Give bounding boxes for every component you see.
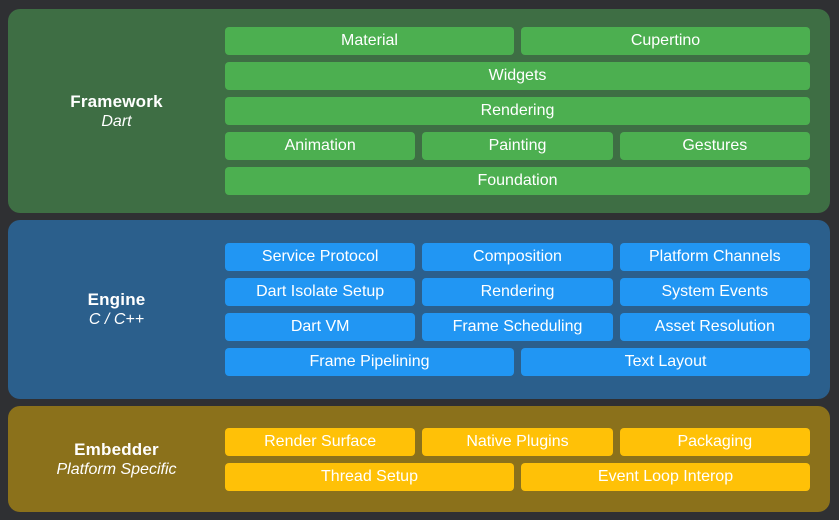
- chip-event-loop-interop: Event Loop Interop: [521, 462, 810, 491]
- chip-material: Material: [225, 27, 514, 55]
- layer-engine-label: Engine C / C++: [8, 220, 225, 399]
- chip-frame-scheduling: Frame Scheduling: [422, 313, 613, 341]
- chip-rendering-engine: Rendering: [422, 278, 613, 306]
- layer-embedder-chips: Render Surface Native Plugins Packaging …: [225, 406, 830, 512]
- chip-composition: Composition: [422, 243, 613, 271]
- chip-foundation: Foundation: [225, 167, 810, 195]
- layer-embedder-subtitle: Platform Specific: [56, 460, 177, 478]
- layer-engine-title: Engine: [87, 290, 146, 309]
- chip-painting: Painting: [422, 132, 613, 160]
- layer-framework: Framework Dart Material Cupertino Widget…: [8, 9, 830, 213]
- chip-dart-isolate-setup: Dart Isolate Setup: [225, 278, 416, 306]
- chip-asset-resolution: Asset Resolution: [619, 313, 810, 341]
- chip-row: Dart VM Frame Scheduling Asset Resolutio…: [225, 313, 810, 341]
- layer-framework-chips: Material Cupertino Widgets Rendering Ani…: [225, 9, 830, 213]
- chip-native-plugins: Native Plugins: [422, 427, 613, 456]
- chip-dart-vm: Dart VM: [225, 313, 416, 341]
- chip-service-protocol: Service Protocol: [225, 243, 416, 271]
- layer-embedder-title: Embedder: [74, 439, 159, 459]
- chip-row: Frame Pipelining Text Layout: [225, 348, 810, 376]
- chip-system-events: System Events: [619, 278, 810, 306]
- chip-row: Material Cupertino: [225, 27, 810, 55]
- layer-engine-subtitle: C / C++: [88, 311, 145, 328]
- chip-packaging: Packaging: [619, 427, 810, 456]
- chip-row: Dart Isolate Setup Rendering System Even…: [225, 278, 810, 306]
- chip-row: Foundation: [225, 167, 810, 195]
- chip-row: Thread Setup Event Loop Interop: [225, 462, 810, 491]
- chip-animation: Animation: [225, 132, 416, 160]
- chip-row: Rendering: [225, 97, 810, 125]
- chip-gestures: Gestures: [619, 132, 810, 160]
- layer-embedder: Embedder Platform Specific Render Surfac…: [8, 406, 830, 512]
- chip-thread-setup: Thread Setup: [225, 462, 514, 491]
- chip-frame-pipelining: Frame Pipelining: [225, 348, 514, 376]
- chip-rendering-framework: Rendering: [225, 97, 810, 125]
- chip-row: Render Surface Native Plugins Packaging: [225, 427, 810, 456]
- chip-platform-channels: Platform Channels: [619, 243, 810, 271]
- chip-row: Widgets: [225, 62, 810, 90]
- layer-framework-title: Framework: [70, 91, 163, 111]
- layer-engine-chips: Service Protocol Composition Platform Ch…: [225, 220, 830, 399]
- chip-text-layout: Text Layout: [521, 348, 810, 376]
- chip-cupertino: Cupertino: [521, 27, 810, 55]
- layer-framework-label: Framework Dart: [8, 9, 225, 213]
- chip-row: Animation Painting Gestures: [225, 132, 810, 160]
- chip-widgets: Widgets: [225, 62, 810, 90]
- layer-embedder-label: Embedder Platform Specific: [8, 406, 225, 512]
- chip-row: Service Protocol Composition Platform Ch…: [225, 243, 810, 271]
- layer-engine: Engine C / C++ Service Protocol Composit…: [8, 220, 830, 399]
- layer-framework-subtitle: Dart: [101, 112, 132, 130]
- chip-render-surface: Render Surface: [225, 427, 416, 456]
